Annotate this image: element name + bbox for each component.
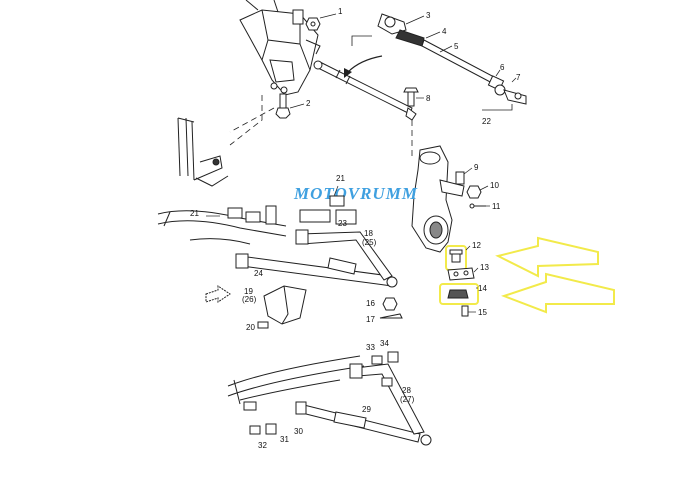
callout-13: 13 xyxy=(480,263,489,272)
callout-8: 8 xyxy=(426,94,431,103)
bolt-15 xyxy=(461,305,469,317)
callout-6: 6 xyxy=(500,63,505,72)
callout-10: 10 xyxy=(490,181,499,190)
assembly-bracket xyxy=(351,35,372,46)
tie-rod-assembly xyxy=(377,13,527,105)
ball-joint-14 xyxy=(447,289,469,299)
callout-21-left: 21 xyxy=(190,209,199,218)
callout-28: 28 xyxy=(402,386,411,395)
callout-23: 23 xyxy=(338,219,347,228)
highlight-arrow-14 xyxy=(501,272,615,314)
frame-lower xyxy=(227,355,365,405)
bushings-row xyxy=(227,195,357,225)
steering-knuckle xyxy=(411,145,465,253)
nut-16 xyxy=(382,297,398,311)
nut-10 xyxy=(466,185,482,199)
callout-32: 32 xyxy=(258,441,267,450)
callout-7: 7 xyxy=(516,73,521,82)
front-direction-arrow xyxy=(205,285,231,303)
bushings-lower xyxy=(243,351,399,435)
a-arm-mid xyxy=(235,229,398,288)
ball-joint-stud-12 xyxy=(449,249,463,263)
plate-13 xyxy=(447,267,475,281)
callout-33: 33 xyxy=(366,343,375,352)
callout-19-alt: (26) xyxy=(242,295,257,304)
callout-12: 12 xyxy=(472,241,481,250)
callout-24: 24 xyxy=(254,269,263,278)
pin-17 xyxy=(379,313,403,319)
bolt-8 xyxy=(403,87,419,107)
callout-15: 15 xyxy=(478,308,487,317)
callout-2: 2 xyxy=(306,99,311,108)
callout-9: 9 xyxy=(474,163,479,172)
callout-21-right: 21 xyxy=(336,174,345,183)
callout-4: 4 xyxy=(442,27,447,36)
callout-3: 3 xyxy=(426,11,431,20)
assembly-bracket-2 xyxy=(482,104,513,111)
callout-16: 16 xyxy=(366,299,375,308)
callout-31: 31 xyxy=(280,435,289,444)
watermark: MOTOVRUMM xyxy=(293,184,418,203)
callout-20: 20 xyxy=(246,323,255,332)
pin-11 xyxy=(469,203,486,209)
callout-18-alt: (25) xyxy=(362,238,377,247)
steering-column xyxy=(239,0,321,96)
nut-1 xyxy=(305,17,321,31)
callout-28-alt: (27) xyxy=(400,395,415,404)
callout-14: 14 xyxy=(478,284,487,293)
callout-34: 34 xyxy=(380,339,389,348)
callout-1: 1 xyxy=(338,7,343,16)
callout-5: 5 xyxy=(454,42,459,51)
nut-9 xyxy=(455,171,465,185)
callout-19: 19 xyxy=(244,287,253,296)
callout-29: 29 xyxy=(362,405,371,414)
assembly-leaders xyxy=(229,95,413,160)
callout-22: 22 xyxy=(482,117,491,126)
frame-upper xyxy=(177,117,229,187)
arrow-head xyxy=(344,68,352,78)
highlight-arrow-12 xyxy=(495,236,599,278)
a-arm-lower xyxy=(295,363,432,446)
bolt-2 xyxy=(275,93,291,119)
bolt-20 xyxy=(257,321,269,329)
callout-30: 30 xyxy=(294,427,303,436)
tie-rod-center xyxy=(313,60,417,121)
callout-18: 18 xyxy=(364,229,373,238)
callout-11: 11 xyxy=(492,202,501,211)
highlight-box-14 xyxy=(439,283,479,305)
callout-17: 17 xyxy=(366,315,375,324)
indicator-arrow xyxy=(347,55,383,73)
guard-19 xyxy=(263,285,307,325)
